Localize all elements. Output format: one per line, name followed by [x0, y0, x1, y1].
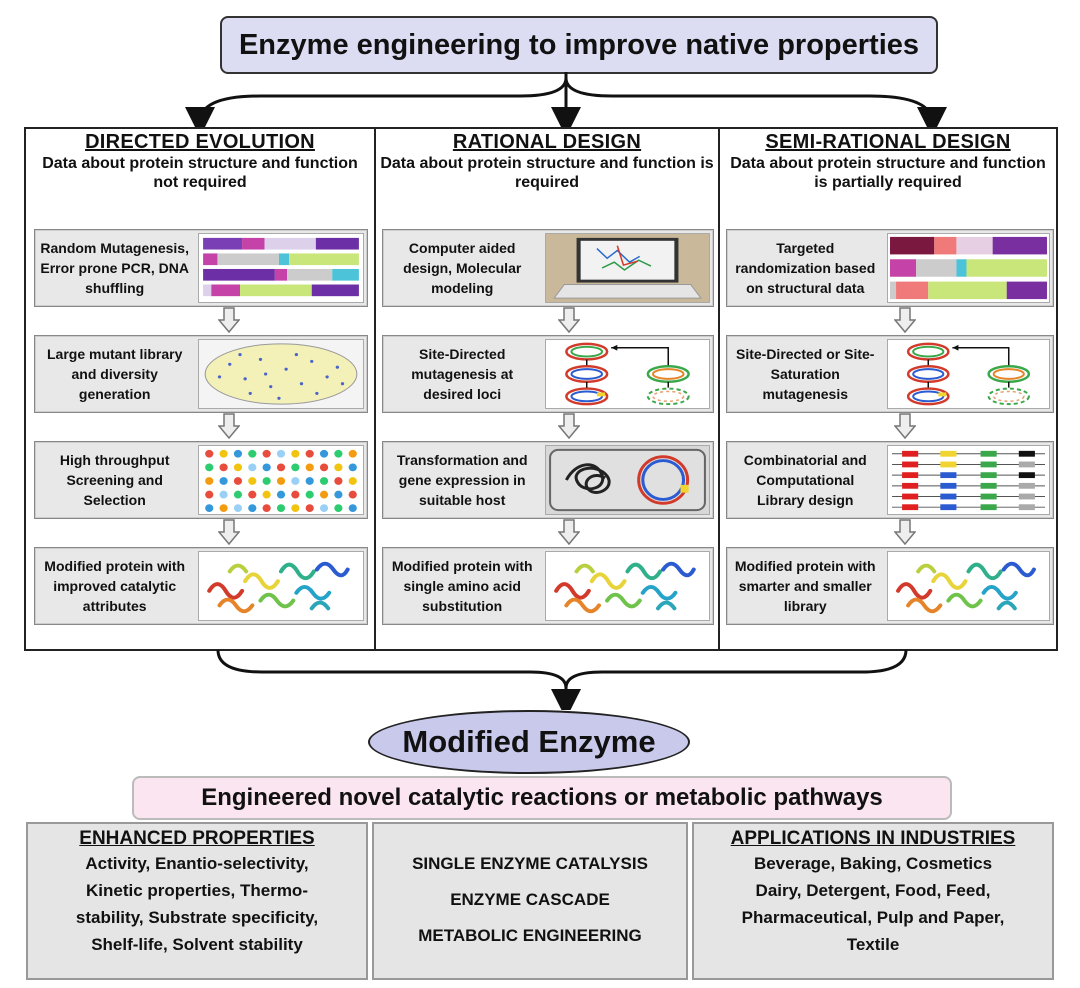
- protein-structure-image: [545, 551, 710, 621]
- step-label: Targeted randomization based on structur…: [735, 240, 876, 296]
- panel-line: Shelf-life, Solvent stability: [91, 935, 303, 954]
- panel-line: stability, Substrate specificity,: [75, 908, 319, 927]
- transformation-host-image: [545, 445, 710, 515]
- column-semi-rational-design: SEMI-RATIONAL DESIGN Data about protein …: [718, 127, 1058, 651]
- catalysis-panel: SINGLE ENZYME CATALYSIS ENZYME CASCADE M…: [372, 822, 688, 980]
- down-arrow-icon: [218, 413, 240, 439]
- panel-heading: ENHANCED PROPERTIES: [79, 828, 315, 849]
- column-subtitle: Data about protein structure and functio…: [380, 155, 714, 191]
- step-box: Random Mutagenesis, Error prone PCR, DNA…: [34, 229, 368, 307]
- step-box: Targeted randomization based on structur…: [726, 229, 1054, 307]
- targeted-randomization-bars-image: [887, 233, 1050, 303]
- mutant-library-plate-image: [198, 339, 364, 409]
- column-header: DIRECTED EVOLUTION Data about protein st…: [30, 131, 370, 192]
- panel-heading: APPLICATIONS IN INDUSTRIES: [730, 828, 1016, 849]
- column-heading: RATIONAL DESIGN: [452, 131, 642, 153]
- down-arrow-icon: [558, 413, 580, 439]
- panel-line: Beverage, Baking, Cosmetics: [753, 854, 993, 873]
- down-arrow-icon: [558, 307, 580, 333]
- down-arrow-icon: [558, 519, 580, 545]
- combinatorial-library-image: [887, 445, 1050, 515]
- panel-line: Kinetic properties, Thermo-: [86, 881, 308, 900]
- step-box: Computer aided design, Molecular modelin…: [382, 229, 714, 307]
- down-arrow-icon: [894, 413, 916, 439]
- down-arrow-icon: [894, 307, 916, 333]
- step-label: Transformation and gene expression in su…: [396, 452, 528, 508]
- panel-line: Pharmaceutical, Pulp and Paper,: [741, 908, 1005, 927]
- panel-line: METABOLIC ENGINEERING: [418, 926, 642, 945]
- down-arrow-icon: [218, 307, 240, 333]
- step-label: Random Mutagenesis, Error prone PCR, DNA…: [40, 240, 189, 296]
- step-box: Modified protein with improved catalytic…: [34, 547, 368, 625]
- outcome-banner: Engineered novel catalytic reactions or …: [132, 776, 952, 820]
- protein-structure-image: [198, 551, 364, 621]
- step-label: Site-Directed mutagenesis at desired loc…: [411, 346, 514, 402]
- step-label: Computer aided design, Molecular modelin…: [403, 240, 522, 296]
- screening-plate-image: [198, 445, 364, 515]
- column-header: SEMI-RATIONAL DESIGN Data about protein …: [724, 131, 1052, 192]
- panel-line: SINGLE ENZYME CATALYSIS: [412, 854, 648, 873]
- enhanced-properties-panel: ENHANCED PROPERTIES Activity, Enantio-se…: [26, 822, 368, 980]
- protein-structure-image: [887, 551, 1050, 621]
- column-directed-evolution: DIRECTED EVOLUTION Data about protein st…: [24, 127, 376, 651]
- step-box: Site-Directed or Site-Saturation mutagen…: [726, 335, 1054, 413]
- step-box: Modified protein with single amino acid …: [382, 547, 714, 625]
- panel-line: ENZYME CASCADE: [450, 890, 610, 909]
- step-box: Modified protein with smarter and smalle…: [726, 547, 1054, 625]
- panel-line: Dairy, Detergent, Food, Feed,: [755, 881, 991, 900]
- step-box: Site-Directed mutagenesis at desired loc…: [382, 335, 714, 413]
- step-label: Combinatorial and Computational Library …: [743, 452, 867, 508]
- applications-panel: APPLICATIONS IN INDUSTRIES Beverage, Bak…: [692, 822, 1054, 980]
- step-label: Modified protein with smarter and smalle…: [734, 558, 876, 614]
- column-heading: SEMI-RATIONAL DESIGN: [765, 131, 1011, 153]
- mutation-bars-image: [198, 233, 364, 303]
- column-heading: DIRECTED EVOLUTION: [85, 131, 315, 153]
- down-arrow-icon: [894, 519, 916, 545]
- step-label: Site-Directed or Site-Saturation mutagen…: [735, 346, 875, 402]
- laptop-modeling-image: [545, 233, 710, 303]
- step-label: Modified protein with improved catalytic…: [44, 558, 186, 614]
- step-box: Transformation and gene expression in su…: [382, 441, 714, 519]
- converging-brace-arrow: [216, 649, 908, 710]
- step-box: High throughput Screening and Selection: [34, 441, 368, 519]
- step-label: Large mutant library and diversity gener…: [46, 346, 183, 402]
- column-rational-design: RATIONAL DESIGN Data about protein struc…: [374, 127, 720, 651]
- column-subtitle: Data about protein structure and functio…: [42, 155, 358, 191]
- column-header: RATIONAL DESIGN Data about protein struc…: [380, 131, 714, 192]
- step-box: Large mutant library and diversity gener…: [34, 335, 368, 413]
- step-box: Combinatorial and Computational Library …: [726, 441, 1054, 519]
- plasmid-mutagenesis-image: [887, 339, 1050, 409]
- plasmid-mutagenesis-image: [545, 339, 710, 409]
- panel-line: Textile: [846, 935, 900, 954]
- top-branch-arrows: [185, 72, 947, 130]
- diagram-title: Enzyme engineering to improve native pro…: [220, 16, 938, 74]
- step-label: Modified protein with single amino acid …: [391, 558, 533, 614]
- down-arrow-icon: [218, 519, 240, 545]
- step-label: High throughput Screening and Selection: [59, 452, 170, 508]
- modified-enzyme-oval: Modified Enzyme: [368, 710, 690, 774]
- column-subtitle: Data about protein structure and functio…: [730, 155, 1046, 191]
- panel-line: Activity, Enantio-selectivity,: [85, 854, 309, 873]
